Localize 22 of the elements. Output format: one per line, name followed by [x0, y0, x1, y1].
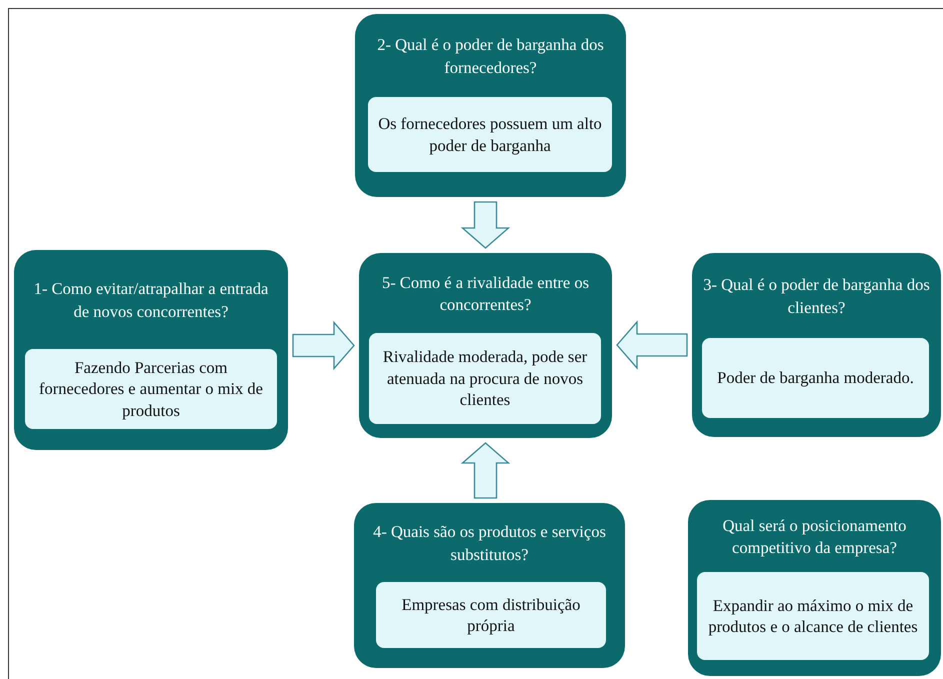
answer-box: Rivalidade moderada, pode ser atenuada na procura de novos clientes — [369, 333, 601, 424]
question-card — [692, 253, 941, 437]
question-heading: 2- Qual é o poder de barganha dos fornecedores? — [376, 34, 605, 78]
question-card — [688, 500, 941, 676]
question-heading: 5- Como é a rivalidade entre os concorrentes? — [380, 272, 590, 316]
block-arrow — [616, 320, 688, 370]
answer-box: Fazendo Parcerias com fornecedores e aumentar o mix de produtos — [25, 349, 277, 429]
question-heading: 4- Quais são os produtos e serviços substitutos? — [372, 521, 607, 566]
answer-box: Poder de barganha moderado. — [702, 338, 929, 418]
question-card — [354, 503, 625, 668]
question-card — [14, 250, 288, 450]
answer-box: Expandir ao máximo o mix de produtos e o alcance de clientes — [697, 572, 929, 660]
block-arrow — [292, 320, 355, 370]
question-card — [355, 14, 626, 197]
block-arrow — [460, 442, 510, 499]
answer-box: Os fornecedores possuem um alto poder de barganha — [368, 97, 612, 172]
question-heading: Qual será o posicionamento competitivo da empresa? — [722, 514, 908, 559]
block-arrow — [460, 201, 510, 249]
question-card — [359, 253, 612, 438]
answer-box: Empresas com distribuição própria — [376, 582, 606, 648]
question-heading: 3- Qual é o poder de barganha dos clientes? — [702, 274, 931, 318]
question-heading: 1- Como evitar/atrapalhar a entrada de novos concorrentes? — [32, 278, 270, 322]
